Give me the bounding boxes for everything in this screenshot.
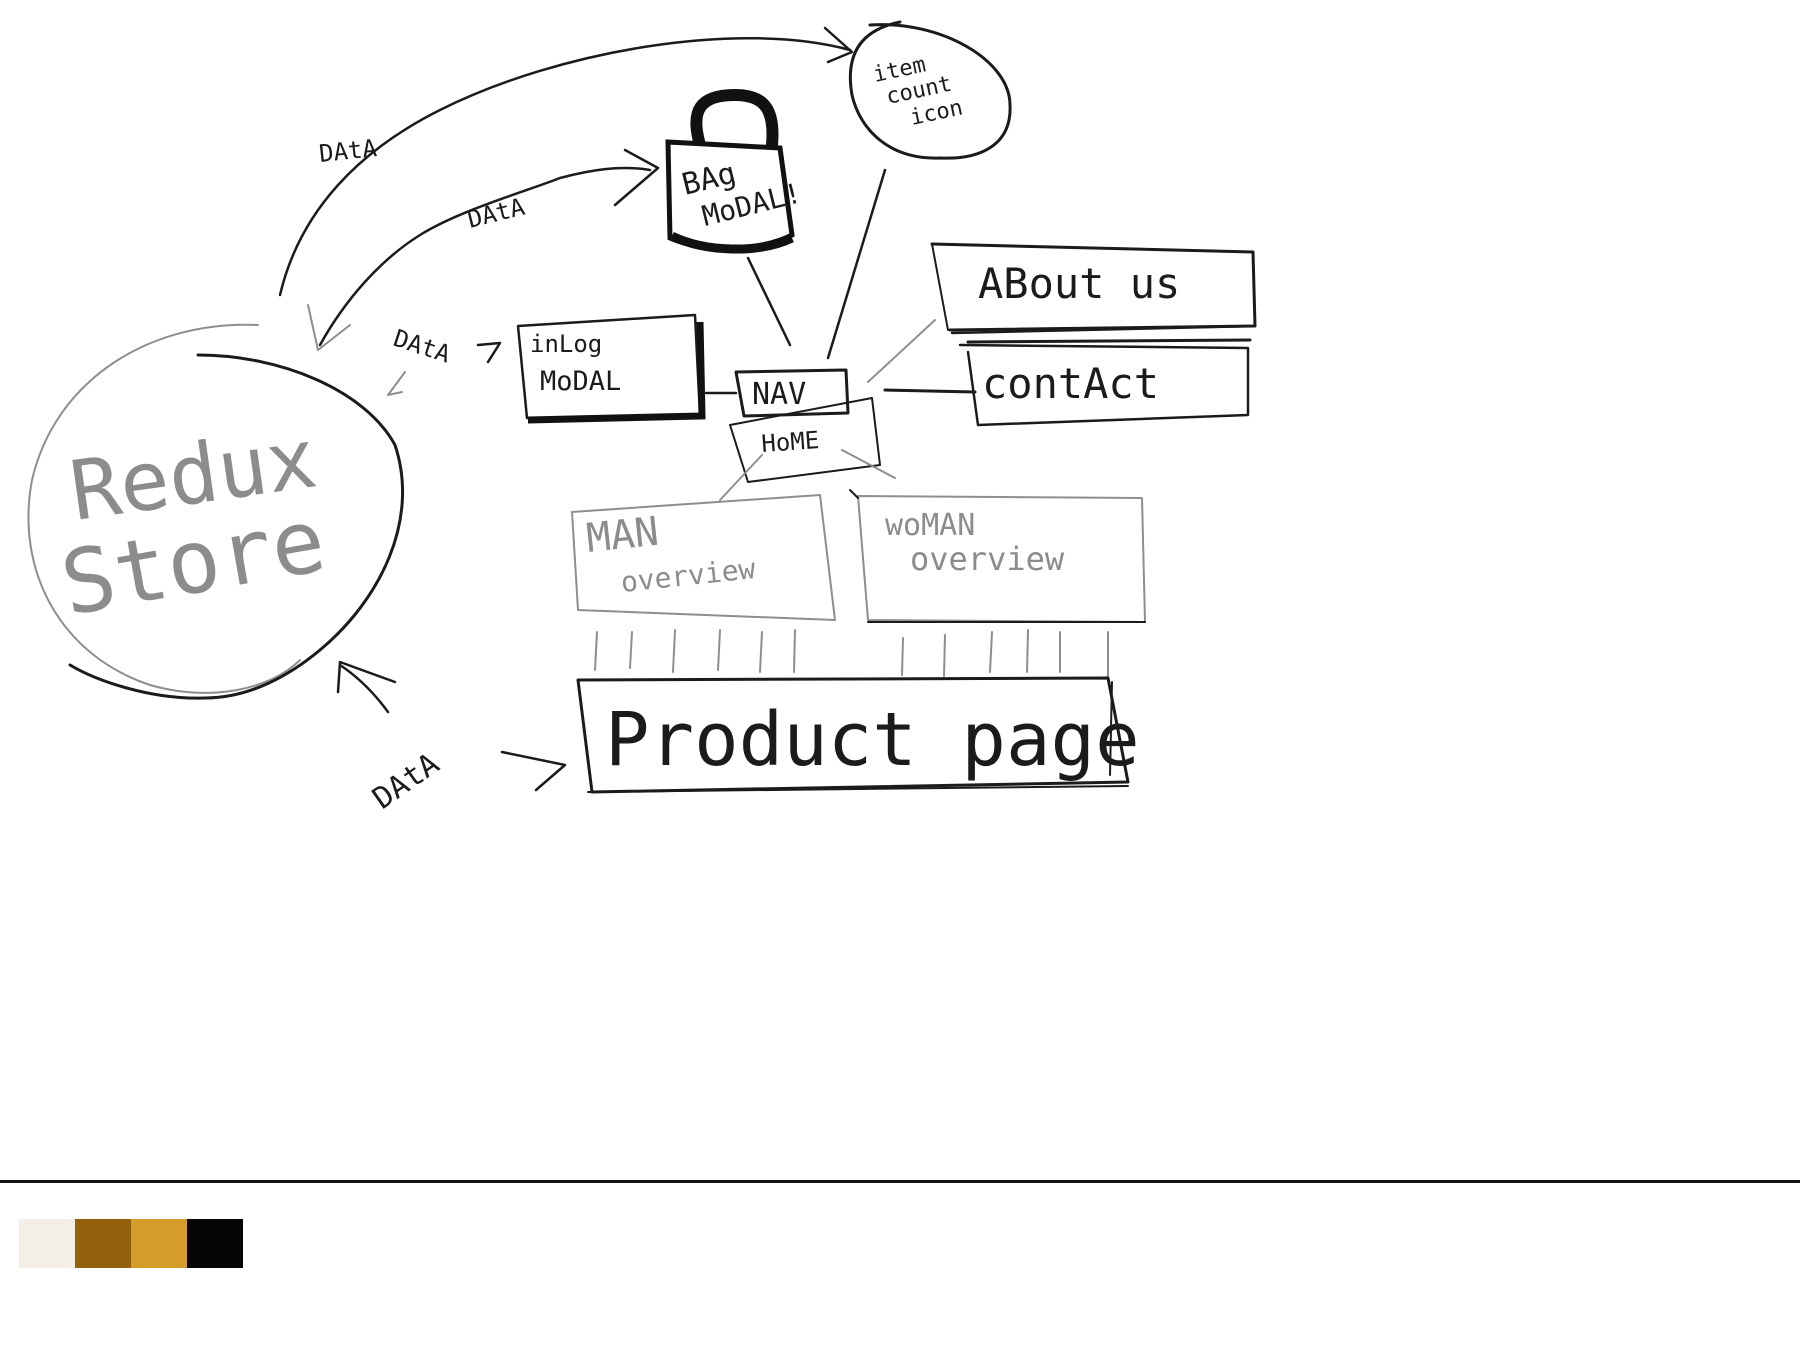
contact-label: contAct (982, 359, 1159, 408)
man-overview-label-line2: overview (619, 552, 757, 599)
palette-swatch-gold (131, 1219, 187, 1268)
contact-node: contAct (958, 338, 1252, 427)
data-label-product: DAtA (367, 746, 446, 816)
inlog-modal-label-line1: inLog (530, 330, 602, 358)
data-label-inlog: DAtA (390, 324, 454, 369)
color-palette (19, 1219, 243, 1268)
home-label: HoME (760, 426, 820, 458)
item-count-icon-node: item count icon (848, 20, 1012, 160)
woman-overview-label-line1: woMAN (885, 508, 975, 543)
palette-swatch-black (187, 1219, 243, 1268)
data-label-bag: DAtA (465, 193, 528, 234)
nav-node: NAV (734, 368, 850, 418)
about-us-label: ABout us (978, 259, 1180, 308)
home-node: HoME (729, 397, 881, 483)
palette-swatch-cream (19, 1219, 75, 1268)
edge-labels: DAtA DAtA DAtA DAtA (318, 134, 528, 817)
inlog-modal-node: inLog MoDAL (516, 313, 706, 424)
bag-modal-node: BAg MoDAL! (665, 88, 805, 254)
data-flow-arrows (278, 26, 854, 792)
woman-overview-label-line2: overview (910, 540, 1065, 578)
product-tick-marks (594, 629, 1109, 677)
palette-swatch-brown (75, 1219, 131, 1268)
data-label-item-count: DAtA (318, 134, 379, 168)
man-overview-label-line1: MAN (584, 509, 661, 562)
woman-overview-node: woMAN overview (857, 495, 1146, 623)
about-us-node: ABout us (930, 242, 1257, 335)
product-page-node: Product page (576, 676, 1140, 794)
man-overview-node: MAN overview (571, 494, 836, 621)
inlog-modal-label-line2: MoDAL (540, 366, 621, 397)
product-page-label: Product page (605, 697, 1140, 783)
nav-label: NAV (752, 377, 806, 412)
bottom-divider (0, 1180, 1800, 1183)
connection-lines (704, 168, 977, 501)
redux-store-node: Redux Store (27, 323, 405, 700)
